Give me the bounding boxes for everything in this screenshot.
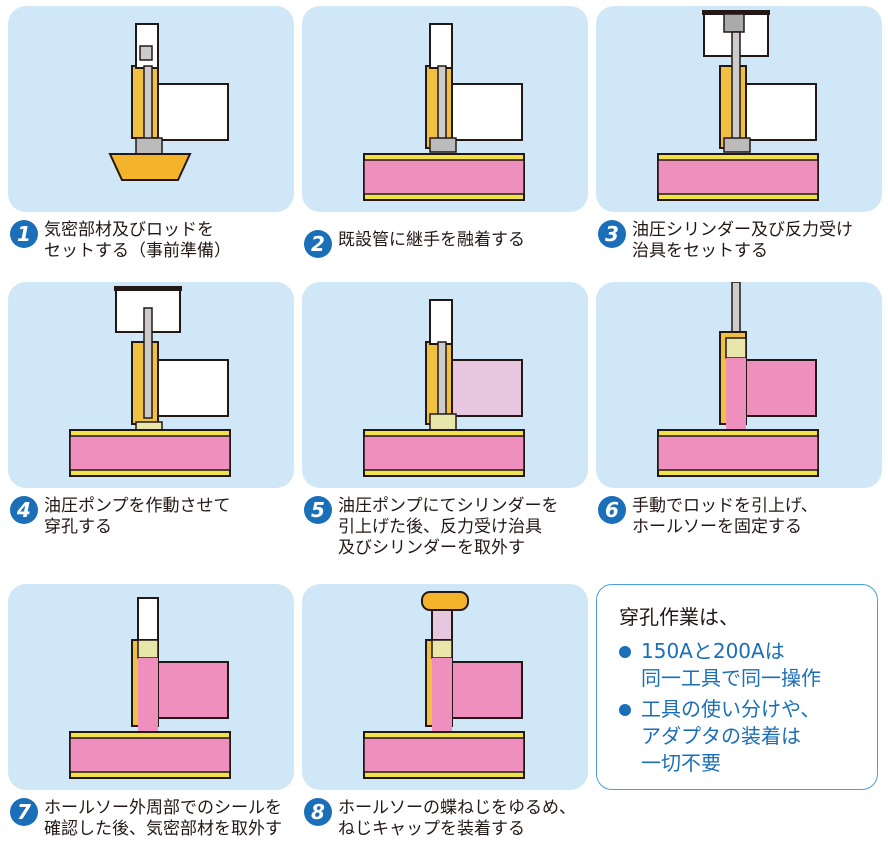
step-6-caption: 6 手動でロッドを引上げ、 ホールソーを固定する bbox=[598, 496, 818, 538]
note-item: 150Aと200Aは 同一工具で同一操作 bbox=[619, 638, 863, 692]
step-1-badge: 1 bbox=[10, 220, 38, 248]
step-7-illustration bbox=[8, 584, 294, 790]
note-box: 穿孔作業は、 150Aと200Aは 同一工具で同一操作 工具の使い分けや、 アダ… bbox=[596, 584, 878, 790]
step-7-text: ホールソー外周部でのシールを 確認した後、気密部材を取外す bbox=[44, 798, 282, 839]
step-5-caption: 5 油圧ポンプにてシリンダーを 引上げた後、反力受け治具 及びシリンダーを取外す bbox=[304, 496, 559, 559]
step-8-diagram bbox=[363, 591, 525, 779]
step-8-illustration bbox=[302, 584, 588, 790]
step-5-text: 油圧ポンプにてシリンダーを 引上げた後、反力受け治具 及びシリンダーを取外す bbox=[338, 496, 559, 558]
step-6-illustration bbox=[596, 282, 882, 488]
step-2-diagram bbox=[363, 23, 525, 201]
step-4-badge: 4 bbox=[10, 496, 38, 524]
step-1-illustration bbox=[8, 6, 294, 212]
step-5-diagram bbox=[363, 299, 525, 477]
step-2-caption: 2 既設管に継手を融着する bbox=[304, 230, 525, 258]
step-2-badge: 2 bbox=[304, 230, 332, 258]
bullet-icon bbox=[619, 646, 631, 658]
step-6-badge: 6 bbox=[598, 496, 626, 524]
step-3-diagram bbox=[657, 10, 819, 201]
step-1-caption: 1 気密部材及びロッドを セットする（事前準備） bbox=[10, 220, 231, 262]
note-item: 工具の使い分けや、 アダプタの装着は 一切不要 bbox=[619, 696, 863, 777]
step-4-caption: 4 油圧ポンプを作動させて 穿孔する bbox=[10, 496, 231, 538]
step-2-illustration bbox=[302, 6, 588, 212]
step-3-text: 油圧シリンダー及び反力受け 治具をセットする bbox=[632, 220, 853, 261]
step-4-diagram bbox=[69, 286, 231, 477]
step-4-illustration bbox=[8, 282, 294, 488]
step-2-text: 既設管に継手を融着する bbox=[338, 230, 525, 250]
step-6-text: 手動でロッドを引上げ、 ホールソーを固定する bbox=[632, 496, 818, 537]
step-8-caption: 8 ホールソーの蝶ねじをゆるめ、 ねじキャップを装着する bbox=[304, 798, 576, 840]
step-3-caption: 3 油圧シリンダー及び反力受け 治具をセットする bbox=[598, 220, 853, 262]
step-5-illustration bbox=[302, 282, 588, 488]
bullet-icon bbox=[619, 704, 631, 716]
note-item-text: 工具の使い分けや、 アダプタの装着は 一切不要 bbox=[641, 697, 821, 775]
step-1-diagram bbox=[108, 23, 229, 181]
step-3-badge: 3 bbox=[598, 220, 626, 248]
step-7-diagram bbox=[69, 597, 231, 779]
step-6-diagram bbox=[657, 282, 819, 477]
note-item-text: 150Aと200Aは 同一工具で同一操作 bbox=[641, 639, 821, 690]
step-7-caption: 7 ホールソー外周部でのシールを 確認した後、気密部材を取外す bbox=[10, 798, 282, 840]
note-title: 穿孔作業は、 bbox=[619, 605, 739, 629]
step-7-badge: 7 bbox=[10, 798, 38, 826]
step-4-text: 油圧ポンプを作動させて 穿孔する bbox=[44, 496, 231, 537]
step-8-text: ホールソーの蝶ねじをゆるめ、 ねじキャップを装着する bbox=[338, 798, 576, 839]
step-5-badge: 5 bbox=[304, 496, 332, 524]
step-8-badge: 8 bbox=[304, 798, 332, 826]
step-1-text: 気密部材及びロッドを セットする（事前準備） bbox=[44, 220, 231, 261]
step-3-illustration bbox=[596, 6, 882, 212]
